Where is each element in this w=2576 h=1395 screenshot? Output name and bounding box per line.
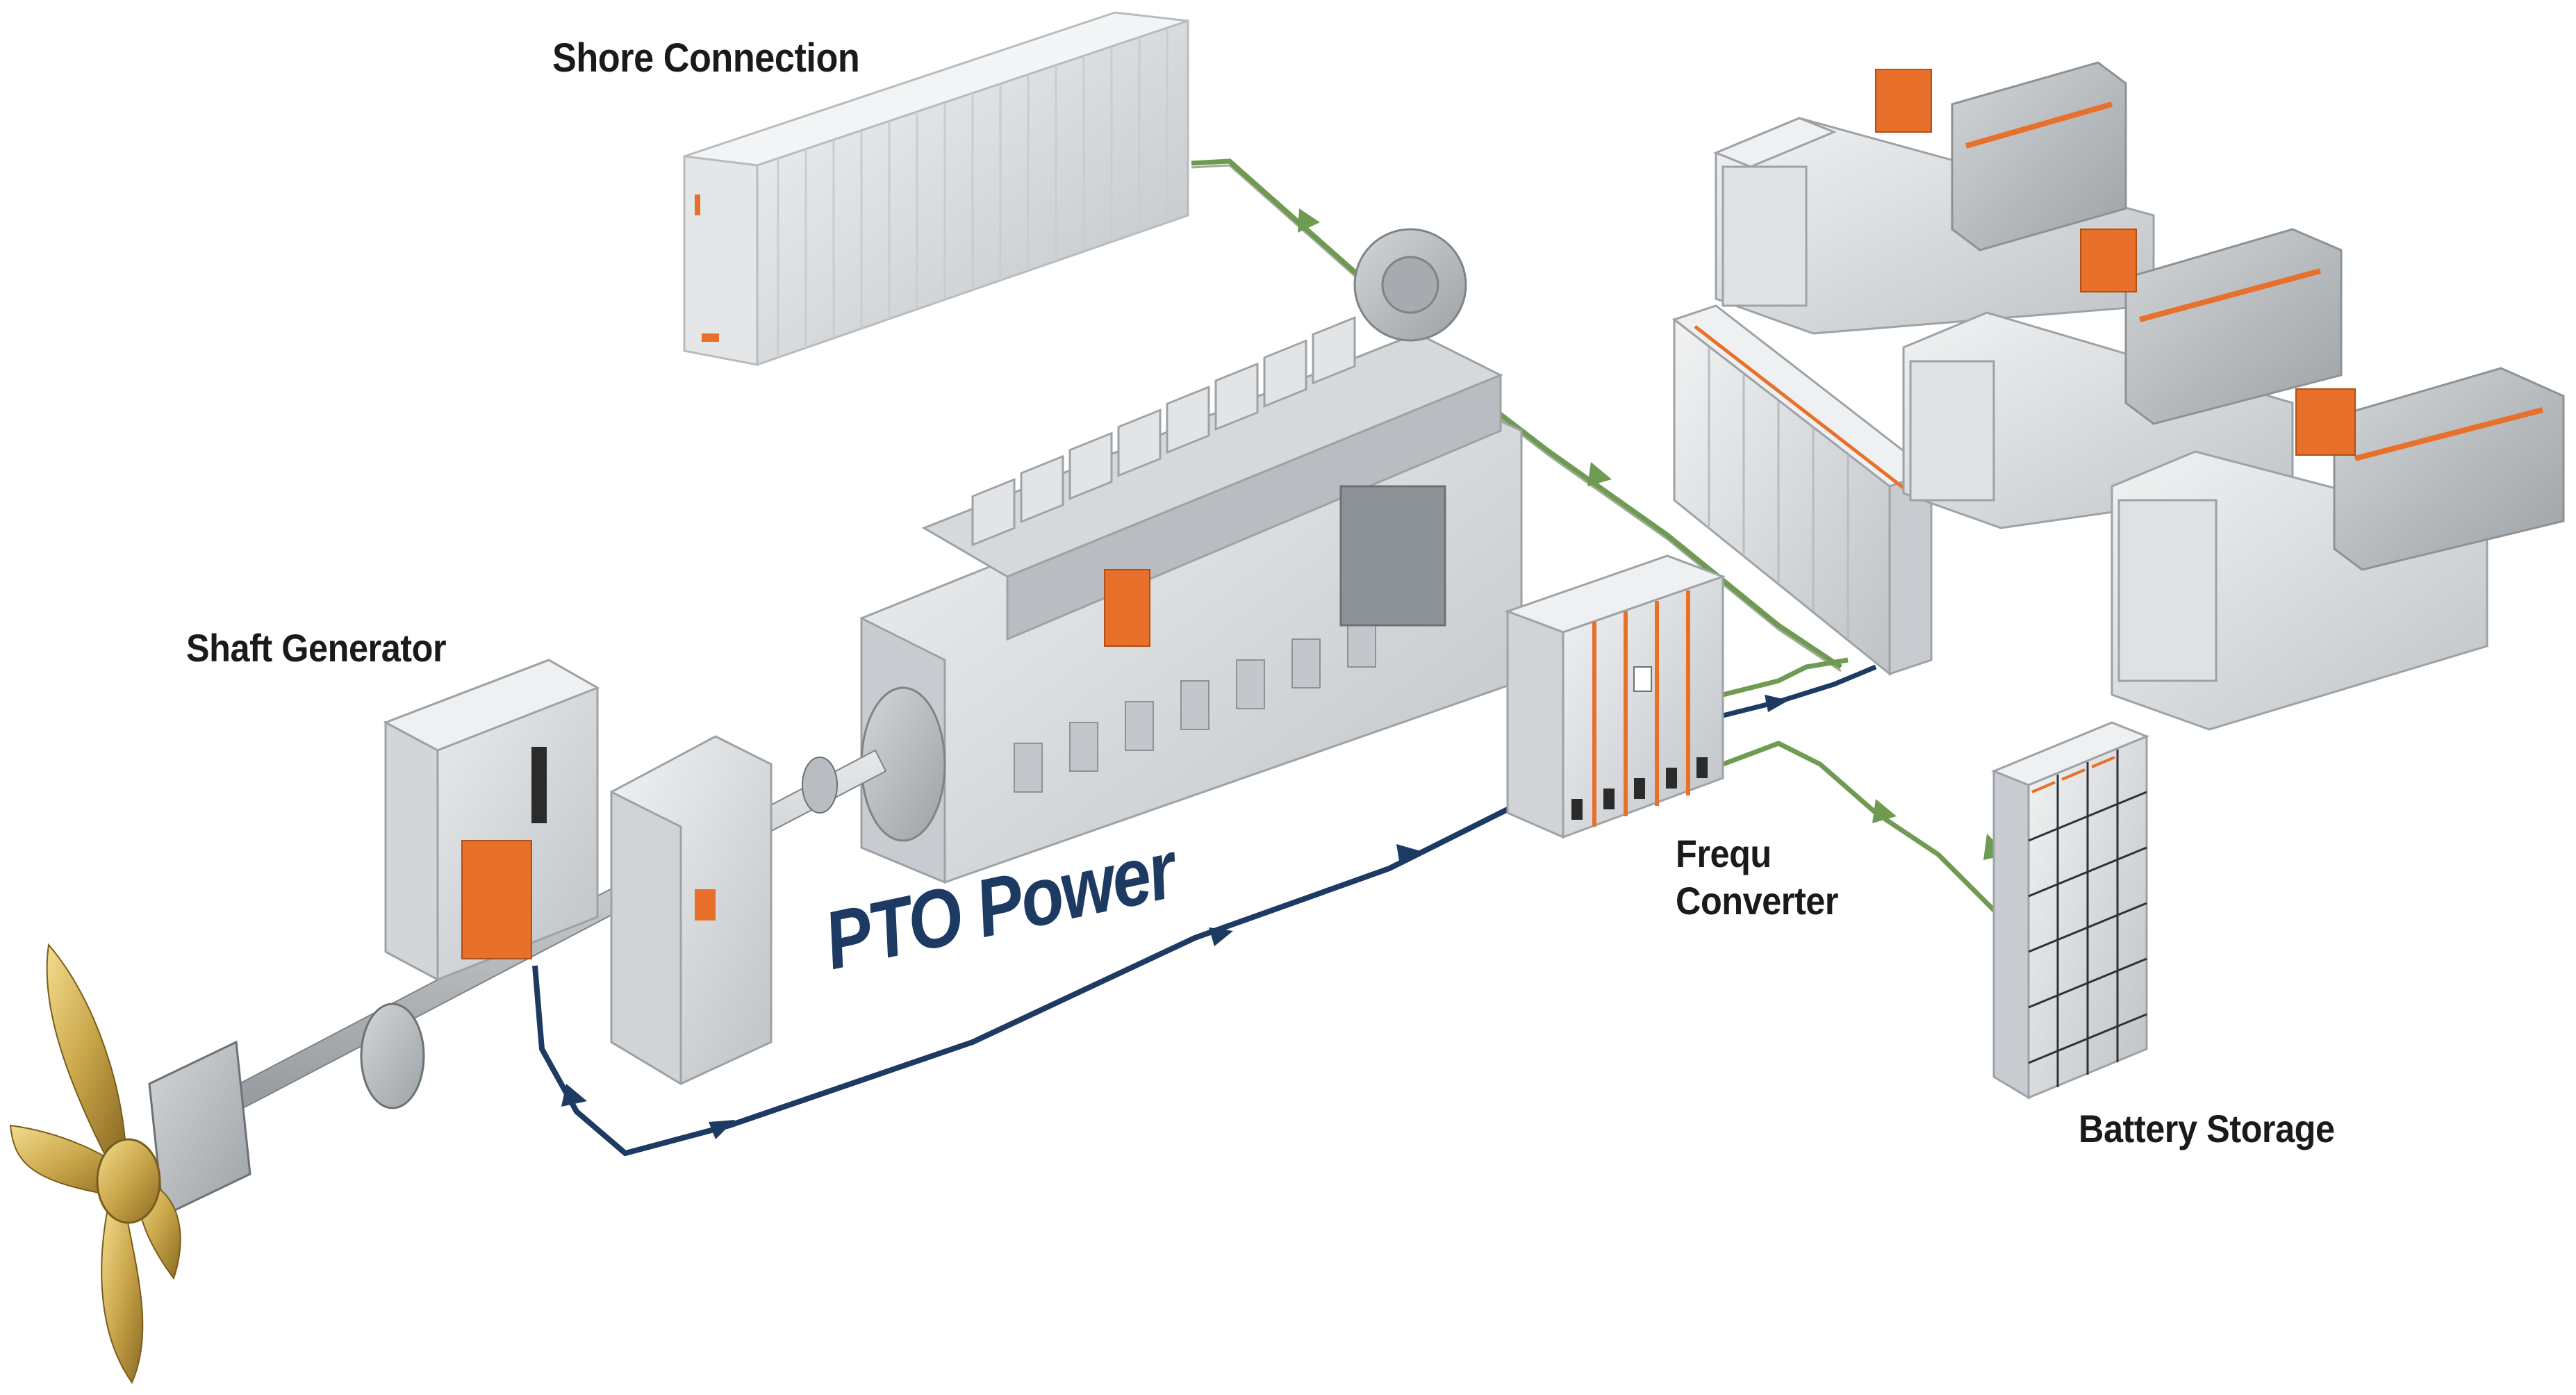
frequency-converter-label-line2: Converter — [1676, 879, 1839, 923]
gearbox — [610, 735, 773, 1086]
frequency-converter-cabinet — [1504, 554, 1726, 839]
shore-connection-container — [683, 11, 1189, 367]
shaft-generator — [383, 659, 600, 982]
genset-3 — [2111, 367, 2565, 731]
main-switchboard — [1671, 304, 1934, 677]
battery-power-line — [1722, 741, 2003, 919]
converter-switchboard-line-blue — [1722, 664, 1877, 718]
shaft-generator-label: Shaft Generator — [186, 626, 447, 670]
genset-1 — [1713, 61, 2155, 335]
converter-switchboard-line-green — [1722, 657, 1849, 698]
propeller — [9, 943, 181, 1385]
power-lines — [532, 158, 2008, 1157]
frequency-converter-label-line1: Frequ — [1676, 832, 1772, 875]
battery-storage-rack — [1991, 721, 2149, 1100]
battery-storage-label: Battery Storage — [2079, 1107, 2335, 1150]
main-engine — [860, 228, 1523, 884]
arrow-head-icon — [561, 695, 1789, 1139]
frequency-converter-label: Frequ Converter — [1676, 830, 1838, 925]
shore-connection-label: Shore Connection — [552, 35, 860, 81]
